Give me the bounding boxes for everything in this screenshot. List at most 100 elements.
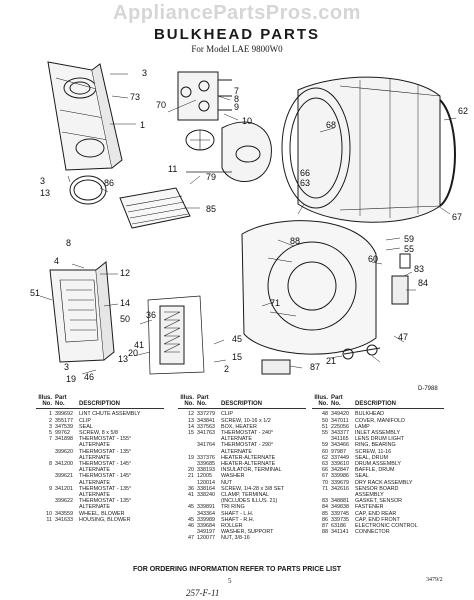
part-no: 343377: [331, 430, 349, 437]
part-description: LAMP: [355, 423, 370, 430]
part-description: SCREW, 1/4-28 x 3/8 SET: [221, 485, 285, 492]
part-no: 339610: [331, 461, 349, 468]
part-no: 120077: [197, 535, 215, 542]
illus-no: 19: [188, 454, 194, 461]
part-header: Part: [55, 395, 67, 401]
illus-header: Illus.: [180, 395, 194, 401]
part-description: ALTERNATE: [79, 467, 110, 474]
description-header: DESCRIPTION: [355, 401, 397, 408]
callout-number: 71: [270, 298, 280, 308]
illus-no: 86: [322, 516, 328, 523]
part-description: COVER, MANIFOLD: [355, 417, 406, 424]
part-header: Part: [331, 395, 343, 401]
illus-no: 14: [188, 423, 194, 430]
part-no: 341898: [55, 436, 73, 443]
part-no: 338240: [197, 492, 215, 499]
part-description: CAP, END FRONT: [355, 516, 400, 523]
callout-number: 83: [414, 264, 424, 274]
part-description: THERMOSTAT - 135°: [79, 448, 132, 455]
part-description: WASHER, SUPPORT: [221, 529, 274, 536]
callout-number: 14: [120, 298, 130, 308]
callout-number: 59: [404, 234, 414, 244]
part-no: 339684: [197, 523, 215, 530]
callout-number: 10: [242, 116, 252, 126]
illus-no: 10: [46, 510, 52, 517]
part-description: SCREW, 10-16 x 1/2: [221, 417, 271, 424]
part-no: 355177: [55, 417, 73, 424]
part-no: 341165: [331, 436, 349, 443]
part-description: WASHER: [221, 473, 245, 480]
part-header: Part: [197, 395, 209, 401]
callout-number: 13: [40, 188, 50, 198]
seal-ring: [69, 175, 107, 205]
part-no: 349197: [197, 529, 215, 536]
callout-number: 46: [84, 372, 94, 382]
legend-row: ALTERNATE: [178, 449, 306, 455]
no-header: No.: [184, 401, 194, 408]
callout-number: 67: [452, 212, 462, 222]
ordering-note: FOR ORDERING INFORMATION REFER TO PARTS …: [132, 566, 342, 573]
description-header: DESCRIPTION: [79, 401, 121, 408]
illus-no: 45: [188, 516, 194, 523]
illus-no: 45: [188, 504, 194, 511]
part-description: (INCLUDES ILLUS. 21): [221, 498, 278, 505]
callout-number: 73: [130, 92, 140, 102]
part-no: 399692: [55, 411, 73, 418]
part-no: 120014: [197, 479, 215, 486]
callout-number: 85: [206, 204, 216, 214]
drum-assembly: [281, 76, 441, 223]
illus-no: 51: [322, 423, 328, 430]
page-number: 5: [228, 577, 232, 585]
part-no: 348881: [331, 498, 349, 505]
electronic-control: [261, 359, 291, 375]
part-description: SCREW, 8 x 5/8: [79, 430, 118, 437]
part-description: DRY RACK ASSEMBLY: [355, 479, 413, 486]
legend-row: ALTERNATE: [36, 455, 164, 461]
part-description: ALTERNATE: [79, 479, 110, 486]
part-no: 339745: [331, 510, 349, 517]
illus-no: 46: [188, 523, 194, 530]
part-description: SHAFT - L.H.: [221, 510, 254, 517]
legend-row: ALTERNATE: [36, 492, 164, 498]
watermark: AppliancePartsPros.com: [113, 2, 361, 24]
part-no-header: No.: [331, 401, 341, 408]
figure-code: D-7988: [418, 386, 438, 392]
part-description: ASSEMBLY: [355, 492, 384, 499]
description-header: DESCRIPTION: [221, 401, 263, 408]
part-description: ROLLER: [221, 523, 243, 530]
part-no: 341633: [55, 516, 73, 523]
legend-row: ALTERNATE: [36, 467, 164, 473]
legend-row: 343364 SHAFT - L.H.: [178, 511, 306, 517]
part-no: 343364: [197, 510, 215, 517]
callout-number: 86: [104, 178, 114, 188]
part-description: BOX, HEATER: [221, 423, 257, 430]
callout-number: 2: [224, 364, 229, 374]
part-description: THERMOSTAT - 135°: [79, 498, 132, 505]
heater-element: [147, 295, 205, 375]
callout-number: 36: [146, 310, 156, 320]
part-description: DRUM ASSEMBLY: [355, 461, 402, 468]
part-no: 341200: [55, 461, 73, 468]
callout-number: 60: [368, 254, 378, 264]
legend-row: ASSEMBLY: [312, 492, 444, 498]
